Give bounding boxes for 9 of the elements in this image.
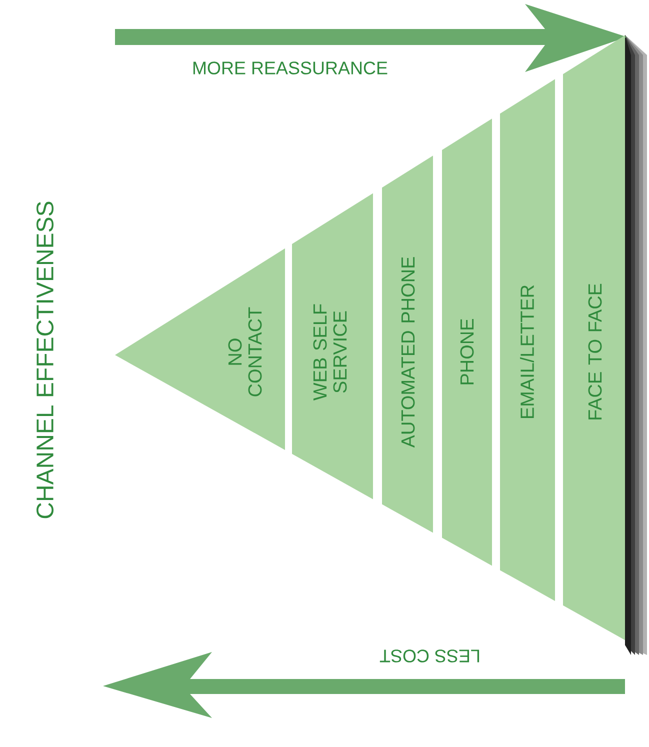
channel-slice: NO CONTACT [115, 248, 285, 450]
channel-slice: AUTOMATED PHONE [382, 156, 433, 533]
channel-slice: WEB SELF SERVICE [292, 193, 373, 500]
channel-slice: PHONE [442, 118, 492, 566]
channel-slice: EMAIL/LETTER [500, 79, 555, 601]
axis-label: MORE REASSURANCE [193, 62, 388, 74]
axis-label: LESS COST [380, 650, 480, 662]
channel-slice: FACE TO FACE [563, 35, 625, 640]
axis-label: CHANNEL EFFECTIVENESS [36, 202, 54, 518]
